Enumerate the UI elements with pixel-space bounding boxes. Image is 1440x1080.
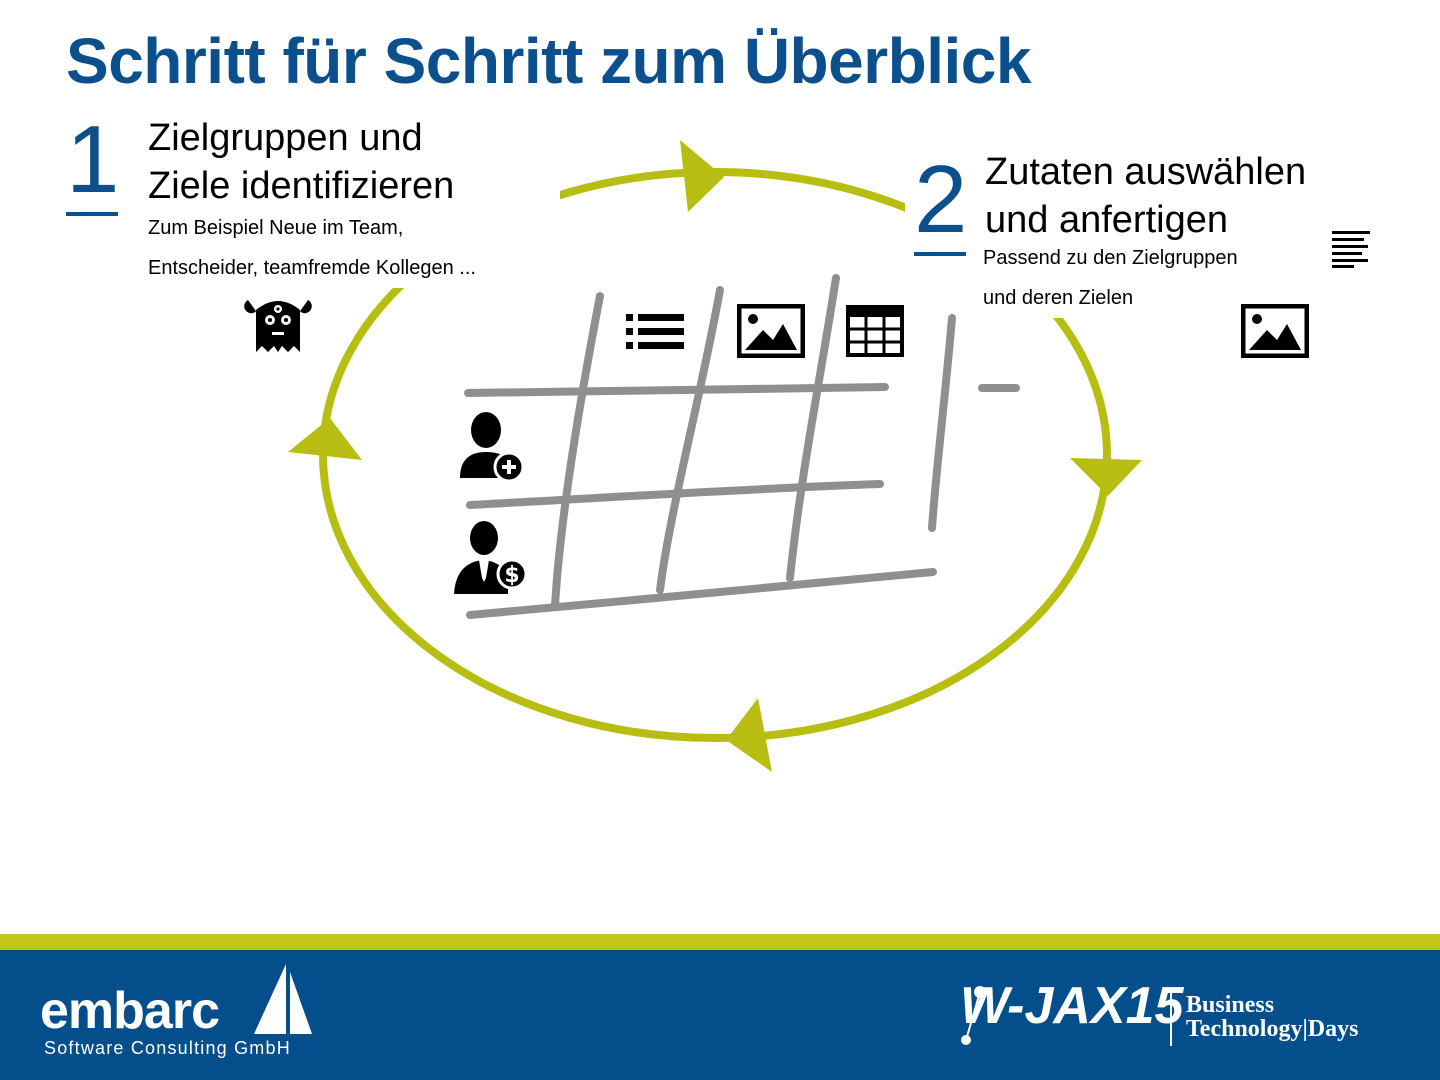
cycle-arrow-left	[288, 418, 362, 460]
cycle-arrow-bottom	[726, 698, 772, 772]
list-icon	[626, 314, 684, 349]
grid-line-h3	[466, 568, 937, 619]
text-lines-icon	[1332, 231, 1370, 268]
wjax-logo-word: W-JAX15	[960, 977, 1184, 1035]
table-icon	[846, 305, 904, 357]
step2-number: 2	[914, 152, 967, 256]
step2-sub-line2: und deren Zielen	[983, 287, 1134, 309]
embarc-logo-subtitle: Software Consulting GmbH	[44, 1038, 291, 1058]
embarc-logo-word: embarc	[40, 982, 220, 1040]
step1-sub-line2: Entscheider, teamfremde Kollegen ...	[148, 257, 476, 279]
svg-text:$: $	[504, 563, 519, 588]
grid-line-v1	[551, 292, 604, 610]
footer-stripe	[0, 934, 1440, 950]
step1-heading-line1: Zielgruppen und	[148, 117, 423, 159]
wjax-molecule-icon	[961, 986, 986, 1045]
step2-sub-line1: Passend zu den Zielgruppen	[983, 247, 1238, 269]
wjax-divider	[1170, 990, 1172, 1046]
image-icon-2	[1241, 304, 1309, 358]
sail-logo-icon	[254, 964, 312, 1034]
grid-line-h1	[464, 383, 889, 397]
image-icon	[737, 304, 805, 358]
business-line-1: Business	[1186, 992, 1275, 1018]
page-title: Schritt für Schritt zum Überblick	[66, 25, 1031, 97]
user-add-icon	[460, 412, 525, 483]
step1-heading-line2: Ziele identifizieren	[148, 165, 455, 207]
step1-number: 1	[66, 112, 119, 216]
cycle-arrow-right	[1070, 458, 1142, 496]
grid-line-v3	[786, 274, 840, 582]
footer-band	[0, 950, 1440, 1080]
grid-line-v4	[928, 314, 956, 532]
cycle-diagram	[288, 140, 1142, 772]
monster-icon	[244, 300, 312, 352]
businessman-dollar-icon: $	[454, 521, 528, 594]
business-line-2: Technology|Days	[1186, 1016, 1359, 1042]
step2-heading-line1: Zutaten auswählen	[985, 151, 1307, 193]
grid-sketch	[464, 274, 1020, 619]
grid-line-v2	[656, 286, 724, 594]
step1-sub-line1: Zum Beispiel Neue im Team,	[148, 217, 404, 239]
cycle-arrow-top	[680, 140, 724, 212]
step2-heading-line2: und anfertigen	[985, 199, 1228, 241]
